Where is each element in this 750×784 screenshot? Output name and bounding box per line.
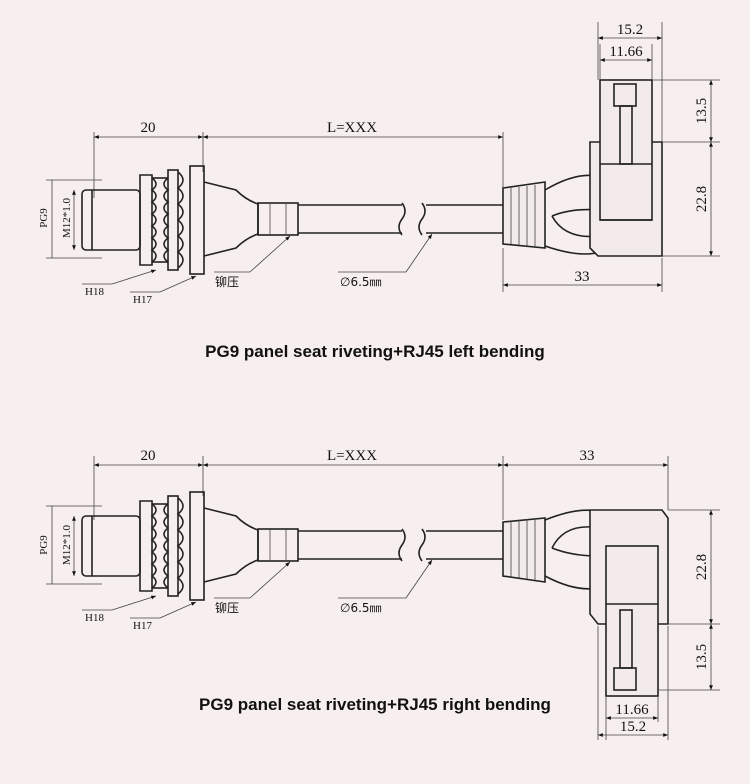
crimp-label: 铆压 bbox=[215, 600, 239, 615]
dim-20-label: 20 bbox=[141, 448, 156, 464]
m12-thread-label: M12*1.0 bbox=[61, 197, 73, 238]
bottom-caption: PG9 panel seat riveting+RJ45 right bendi… bbox=[199, 695, 551, 714]
bottom-drawing: 20 L=XXX 33 PG9 M12*1.0 bbox=[38, 448, 720, 740]
dim-width-15-2: 15.2 bbox=[620, 719, 646, 735]
cable bbox=[298, 528, 503, 562]
dim-height-13-5: 13.5 bbox=[694, 98, 710, 124]
m12-thread-label: M12*1.0 bbox=[61, 524, 73, 565]
dim-33-label: 33 bbox=[580, 448, 595, 464]
hex-h17-label: H17 bbox=[133, 294, 152, 306]
dim-height-22-8: 22.8 bbox=[694, 554, 710, 580]
panel-seat-connector bbox=[81, 491, 299, 601]
hex-h18-label: H18 bbox=[85, 286, 104, 298]
dim-width-15-2: 15.2 bbox=[617, 22, 643, 38]
hex-h17-label: H17 bbox=[133, 620, 152, 632]
top-drawing: 20 L=XXX PG9 M12*1.0 bbox=[38, 22, 720, 361]
cable-diameter-label: ∅6.5㎜ bbox=[340, 275, 382, 289]
dim-33-label: 33 bbox=[575, 269, 590, 285]
cable-diameter-label: ∅6.5㎜ bbox=[340, 601, 382, 615]
panel-seat-connector bbox=[81, 165, 299, 275]
dim-height-13-5: 13.5 bbox=[694, 644, 710, 670]
dim-length-label: L=XXX bbox=[327, 120, 377, 136]
dim-width-11-66: 11.66 bbox=[609, 44, 643, 60]
rj45-right-bend-plug bbox=[502, 509, 669, 697]
dim-length-label: L=XXX bbox=[327, 448, 377, 464]
crimp-label: 铆压 bbox=[215, 274, 239, 289]
rj45-left-bend-plug bbox=[502, 79, 663, 257]
top-caption: PG9 panel seat riveting+RJ45 left bendin… bbox=[205, 342, 545, 361]
cable bbox=[298, 202, 503, 236]
dim-20-label: 20 bbox=[141, 120, 156, 136]
pg9-label: PG9 bbox=[38, 535, 50, 555]
hex-h18-label: H18 bbox=[85, 612, 104, 624]
dim-height-22-8: 22.8 bbox=[694, 186, 710, 212]
dim-width-11-66: 11.66 bbox=[615, 702, 649, 718]
pg9-label: PG9 bbox=[38, 208, 50, 228]
